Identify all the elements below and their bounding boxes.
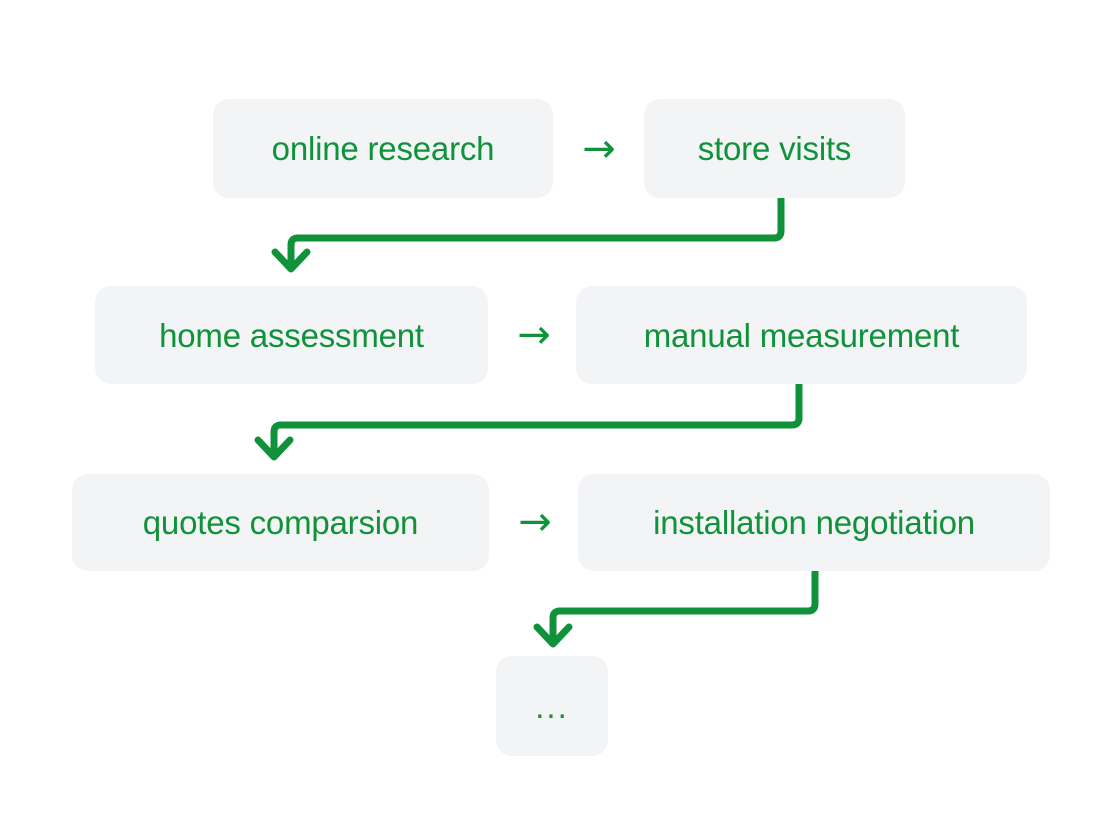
node-store-visits[interactable]: store visits <box>644 99 905 198</box>
node-label: manual measurement <box>643 316 960 354</box>
connector-installation-negotiation-to-ellipsis <box>549 566 819 647</box>
node-label: ... <box>535 687 569 725</box>
node-home-assessment[interactable]: home assessment <box>95 286 488 384</box>
arrowhead-store-visits-to-home-assessment <box>271 248 311 273</box>
arrowhead-installation-negotiation-to-ellipsis <box>533 623 573 648</box>
node-label: online research <box>271 130 495 167</box>
arrow-right-icon-row3: → <box>518 499 552 545</box>
connector-manual-measurement-to-quotes-comparsion <box>270 379 803 460</box>
node-manual-measurement[interactable]: manual measurement <box>576 286 1027 384</box>
node-label: installation negotiation <box>653 504 975 541</box>
arrowhead-manual-measurement-to-quotes-comparsion <box>254 436 294 461</box>
arrow-right-icon-row2: → <box>517 312 551 358</box>
node-label: store visits <box>697 130 852 167</box>
node-label: home assessment <box>159 316 424 354</box>
arrow-right-icon-row1: → <box>582 126 616 172</box>
node-label: quotes comparsion <box>142 504 419 541</box>
node-online-research[interactable]: online research <box>213 99 553 198</box>
node-quotes-comparsion[interactable]: quotes comparsion <box>72 474 489 571</box>
connector-store-visits-to-home-assessment <box>287 192 785 272</box>
node-ellipsis-more[interactable]: ... <box>496 656 608 756</box>
node-installation-negotiation[interactable]: installation negotiation <box>578 474 1050 571</box>
